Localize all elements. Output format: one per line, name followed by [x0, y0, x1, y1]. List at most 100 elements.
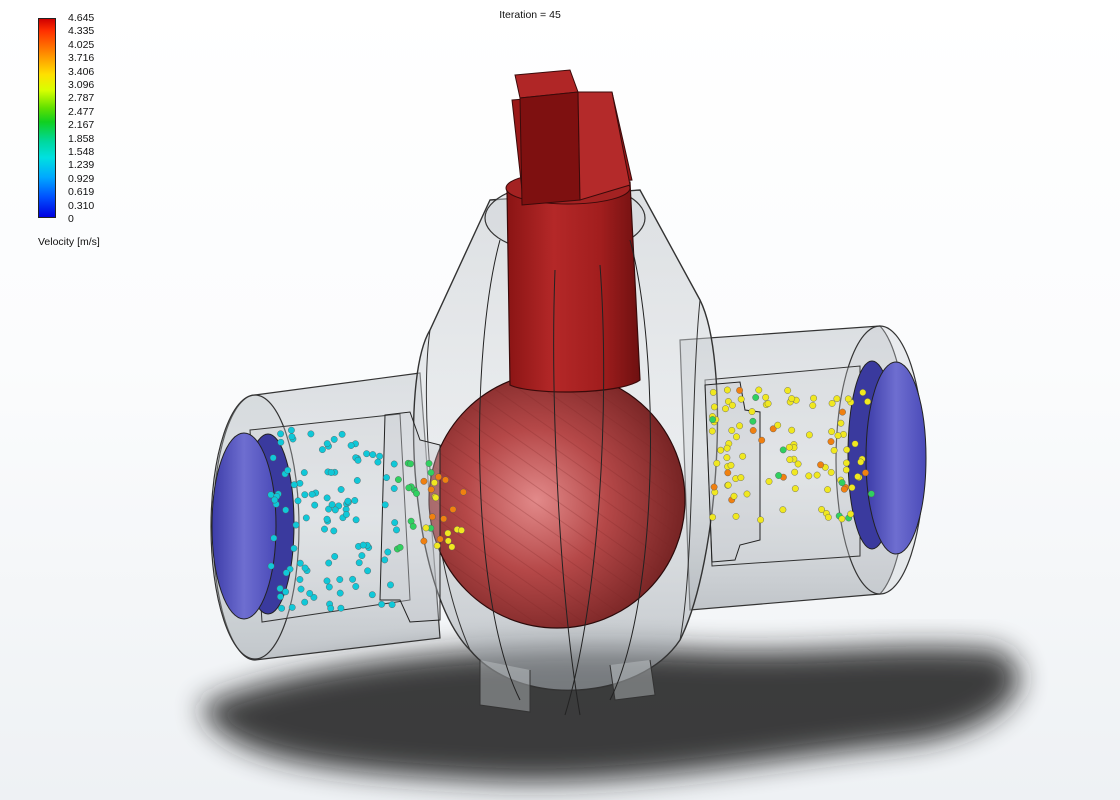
flow-particle	[749, 427, 757, 434]
flow-particle	[786, 456, 794, 463]
flow-particle	[722, 405, 729, 413]
flow-particle	[318, 446, 326, 453]
flow-particle	[709, 416, 716, 423]
flow-particle	[435, 473, 442, 481]
flow-particle	[336, 576, 344, 583]
valve-ball[interactable]	[428, 371, 686, 629]
flow-particle	[818, 506, 825, 513]
flow-particle	[788, 395, 796, 402]
flow-particle	[359, 541, 367, 549]
flow-particle	[276, 593, 284, 601]
flow-particle	[723, 444, 731, 452]
flow-particles	[267, 386, 875, 612]
flow-particle	[724, 386, 731, 394]
flow-particle	[851, 440, 859, 448]
flow-particle	[376, 452, 383, 460]
flow-particle	[805, 472, 813, 480]
flow-particle	[729, 401, 736, 409]
flow-particle	[337, 486, 345, 493]
flow-particle	[444, 529, 452, 537]
flow-particle	[864, 398, 871, 405]
legend-tick: 0	[68, 213, 74, 225]
flow-particle	[432, 494, 440, 502]
flow-particle	[448, 543, 456, 551]
flow-particle	[743, 490, 751, 498]
flow-particle	[828, 428, 835, 435]
legend-tick: 3.096	[68, 79, 95, 91]
flow-particle	[352, 583, 360, 590]
flow-particle	[724, 469, 732, 477]
flow-particle	[848, 484, 856, 491]
flow-particle	[391, 519, 399, 526]
flow-particle	[420, 537, 428, 545]
legend-tick: 2.477	[68, 105, 95, 118]
flow-particle	[384, 548, 392, 556]
flow-particle	[378, 600, 385, 608]
flow-particle	[321, 525, 328, 533]
flow-particle	[775, 472, 782, 479]
flow-particle	[282, 506, 290, 514]
flow-particle	[774, 421, 782, 429]
legend-tick: 1.239	[68, 159, 95, 172]
flow-particle	[296, 479, 304, 487]
flow-particle	[277, 430, 284, 438]
flow-particle	[736, 422, 743, 430]
flow-particle	[786, 443, 793, 451]
flow-particle	[328, 501, 336, 508]
flow-particle	[409, 523, 417, 530]
flow-particle	[833, 395, 841, 403]
flow-particle	[843, 466, 850, 474]
flow-particle	[288, 433, 296, 441]
flow-particle	[791, 468, 799, 476]
flow-particle	[330, 435, 338, 443]
flow-particle	[287, 426, 295, 434]
flow-particle	[838, 479, 846, 487]
flow-particle	[269, 454, 277, 462]
flow-particle	[369, 451, 377, 458]
flow-particle	[728, 426, 736, 434]
flow-particle	[374, 458, 382, 466]
flow-particle	[758, 436, 766, 444]
flow-particle	[440, 515, 448, 523]
flow-particle	[710, 483, 718, 491]
flow-particle	[840, 485, 848, 493]
flow-particle	[830, 446, 838, 454]
flow-particle	[817, 461, 824, 469]
flow-particle	[381, 556, 389, 564]
flow-particle	[413, 490, 420, 497]
flow-particle	[709, 513, 716, 521]
flow-particle	[436, 535, 444, 543]
flow-particle	[330, 527, 338, 535]
flow-particle	[788, 426, 796, 434]
flow-particle	[449, 505, 457, 513]
flow-particle	[838, 515, 846, 523]
valve-stem[interactable]	[505, 69, 641, 393]
flow-particle	[308, 490, 316, 498]
flow-particle	[323, 577, 331, 585]
legend-tick: 0.929	[68, 172, 95, 185]
flow-particle	[857, 458, 865, 466]
body-ribs	[479, 239, 651, 716]
flow-particle	[730, 492, 738, 500]
flow-particle	[843, 459, 850, 467]
right-end-cap[interactable]	[847, 360, 927, 555]
flow-particle	[342, 511, 350, 518]
flow-particle	[711, 403, 718, 411]
flow-particle	[427, 469, 435, 476]
flow-particle	[420, 477, 428, 485]
flow-particle	[827, 468, 835, 476]
flow-particle	[338, 430, 346, 438]
flow-particle	[347, 442, 355, 449]
flow-particle	[859, 389, 867, 396]
flow-particle	[723, 454, 731, 461]
flow-particle	[709, 388, 717, 396]
flow-particle	[331, 506, 339, 514]
flow-particle	[284, 466, 292, 474]
legend-title: Velocity [m/s]	[38, 236, 100, 248]
flow-particle	[458, 526, 465, 534]
flow-particle	[388, 601, 396, 608]
flow-particle	[267, 562, 275, 570]
flow-particle	[428, 513, 436, 521]
left-end-cap[interactable]	[211, 432, 295, 620]
